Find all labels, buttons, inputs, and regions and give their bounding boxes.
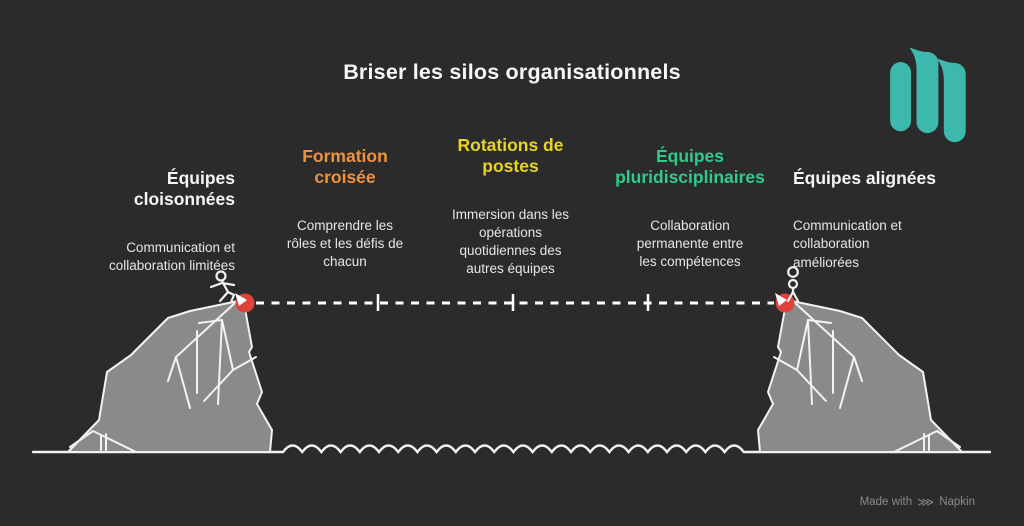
phase-formation-croisee: Formation croisée Comprendre les rôles e… bbox=[270, 128, 420, 289]
phase-label: Formation croisée bbox=[302, 146, 388, 188]
phase-description: Immersion dans les opérations quotidienn… bbox=[451, 206, 570, 276]
left-anchor-dot bbox=[235, 293, 255, 313]
watermark-brand: Napkin bbox=[939, 496, 975, 508]
rope-dashed-line bbox=[256, 294, 774, 311]
ground-water-line bbox=[31, 444, 992, 455]
phase-equipes-alignees: Équipes alignées Communication et collab… bbox=[793, 150, 955, 290]
phase-label: Équipes pluridisciplinaires bbox=[615, 146, 765, 188]
phase-description: Communication et collaboration limitées bbox=[108, 239, 235, 273]
phase-description: Comprendre les rôles et les défis de cha… bbox=[286, 217, 404, 269]
left-mountain bbox=[67, 300, 273, 453]
phase-rotations-de-postes: Rotations de postes Immersion dans les o… bbox=[433, 117, 588, 296]
phase-equipes-cloisonnees: Équipes cloisonnées Communication et col… bbox=[85, 150, 235, 293]
phase-description: Communication et collaboration améliorée… bbox=[793, 218, 902, 270]
phase-label: Équipes cloisonnées bbox=[133, 168, 235, 210]
made-with-napkin-watermark: Made with ⋙ Napkin bbox=[860, 496, 975, 508]
napkin-scribble-icon: ⋙ bbox=[917, 495, 935, 509]
walking-figure-left bbox=[209, 270, 236, 304]
phase-label: Rotations de postes bbox=[457, 135, 564, 177]
standing-figure-right bbox=[786, 266, 800, 303]
phase-label: Équipes alignées bbox=[793, 168, 936, 188]
right-mountain bbox=[757, 300, 963, 453]
phase-description: Collaboration permanente entre les compé… bbox=[636, 217, 744, 269]
napkin-logo-icon bbox=[890, 47, 966, 143]
page-title: Briser les silos organisationnels bbox=[343, 60, 681, 84]
phase-equipes-pluridisciplinaires: Équipes pluridisciplinaires Collaboratio… bbox=[606, 128, 774, 289]
watermark-prefix: Made with bbox=[859, 496, 913, 508]
